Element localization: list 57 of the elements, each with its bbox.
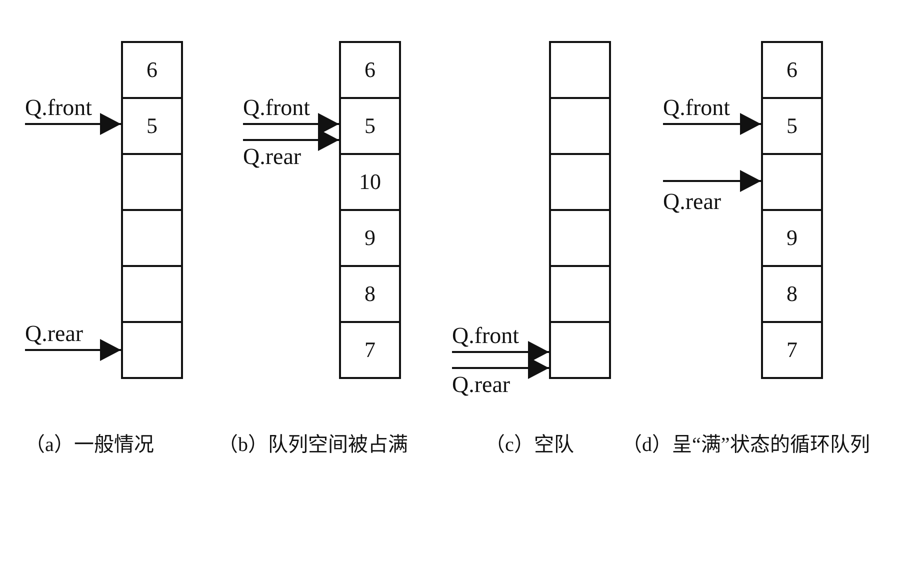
queue-cell [339, 97, 401, 155]
cell-value: 6 [786, 59, 798, 81]
figure-caption: （d）呈“满”状态的循环队列 [622, 433, 870, 457]
queue-cell [549, 97, 611, 155]
queue-cell [339, 321, 401, 379]
arrow [452, 341, 549, 363]
queue-cell [121, 41, 183, 99]
arrow [25, 113, 121, 135]
pointer-label: Q.rear [452, 373, 510, 396]
cell-value: 5 [146, 115, 158, 137]
pointer-label: Q.rear [663, 190, 722, 213]
cell-value: 5 [364, 115, 376, 137]
arrow [452, 357, 549, 379]
cell-value: 9 [786, 227, 798, 249]
pointer-label: Q.rear [25, 322, 84, 345]
arrow [663, 113, 761, 135]
cell-value: 5 [786, 115, 798, 137]
queue-cell [761, 41, 823, 99]
cell-value: 10 [359, 171, 381, 193]
arrow [25, 339, 121, 361]
cell-value: 7 [364, 339, 376, 361]
queue-cell [121, 265, 183, 323]
pointer-label: Q.front [243, 96, 310, 119]
arrow [663, 170, 761, 192]
arrow [243, 113, 339, 135]
pointer-label: Q.rear [243, 145, 302, 168]
pointer-label: Q.front [25, 96, 92, 119]
pointer-label: Q.front [452, 324, 520, 347]
queue-cell [339, 265, 401, 323]
queue-cell [549, 265, 611, 323]
queue-cell [339, 41, 401, 99]
figure-caption: （c）空队 [485, 433, 574, 457]
queue-cell [549, 41, 611, 99]
cell-value: 6 [146, 59, 158, 81]
cell-value: 8 [786, 283, 798, 305]
queue-cell [339, 153, 401, 211]
queue-cell [121, 153, 183, 211]
queue-cell [121, 209, 183, 267]
queue-cell [339, 209, 401, 267]
cell-value: 8 [364, 283, 376, 305]
arrow [243, 129, 339, 151]
figure-caption: （b）队列空间被占满 [218, 433, 408, 457]
queue-cell [761, 265, 823, 323]
queue-cell [761, 321, 823, 379]
queue-cell [761, 153, 823, 211]
cell-value: 9 [364, 227, 376, 249]
queue-cell [761, 97, 823, 155]
queue-cell [549, 209, 611, 267]
cell-value: 7 [786, 339, 798, 361]
cell-value: 6 [364, 59, 376, 81]
pointer-label: Q.front [663, 96, 730, 119]
figure-caption: （a）一般情况 [25, 433, 154, 457]
queue-cell [549, 153, 611, 211]
queue-cell [121, 321, 183, 379]
queue-cell [121, 97, 183, 155]
queue-cell [549, 321, 611, 379]
queue-cell [761, 209, 823, 267]
